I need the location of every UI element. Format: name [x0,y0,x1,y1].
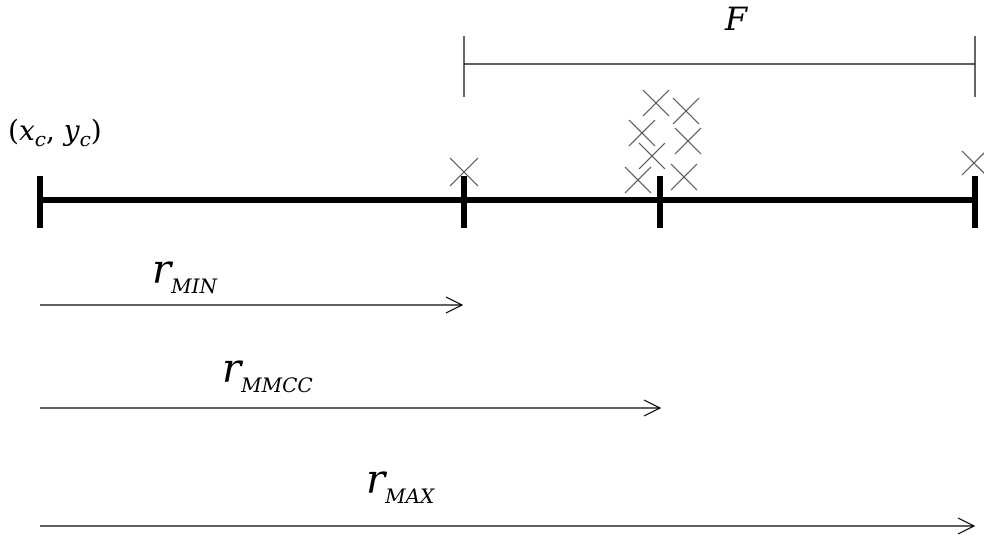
radius-arrow-max [40,517,976,535]
span-label: F [724,0,749,38]
cross-marker-icon [670,163,698,191]
radius-label-min-subscript: MIN [170,274,218,298]
cross-marker-icon [449,157,479,187]
cross-marker-stroke [638,142,666,170]
arrowhead-icon [643,399,662,417]
cross-marker-icon [961,150,984,176]
radius-label-mmcc-subscript: MMCC [240,373,313,397]
cross-marker-stroke [961,152,984,176]
cross-markers [449,89,984,194]
radius-label-mmcc-symbol: r [222,346,244,392]
cross-marker-icon [672,97,700,125]
radius-label-mmcc: rMMCC [222,346,313,397]
cross-marker-icon [674,127,702,155]
arrowhead-icon [445,296,464,314]
radius-label-min-symbol: r [152,247,174,293]
center-label-close: ) [91,114,102,147]
arrowhead-icon [957,517,976,535]
radius-arrow-mmcc [40,399,662,417]
radius-label-max-subscript: MAX [384,484,435,508]
cross-marker-icon [642,89,670,117]
center-label-y: y [62,114,81,147]
cross-marker-icon [638,142,666,170]
center-label-y-sub: c [80,127,91,151]
cross-marker-stroke [624,166,652,194]
main-axis [37,176,978,228]
center-label-comma: , [46,114,64,147]
center-label-x: x [19,114,35,147]
radius-label-max: rMAX [366,457,435,508]
radius-arrow-min [40,296,464,314]
cross-marker-stroke [670,163,698,191]
cross-marker-stroke [628,119,656,147]
cross-marker-stroke [674,127,702,155]
center-label-open: ( [8,114,19,147]
center-label-x-sub: c [35,127,46,151]
span-bracket [463,36,976,97]
cross-marker-stroke [672,97,700,125]
cross-marker-icon [628,119,656,147]
center-label: (xc, yc) [8,114,102,151]
radius-label-max-symbol: r [366,457,388,503]
cross-marker-stroke [642,89,670,117]
cross-marker-icon [624,166,652,194]
cross-marker-stroke [449,157,479,187]
radius-label-min: rMIN [152,247,219,298]
